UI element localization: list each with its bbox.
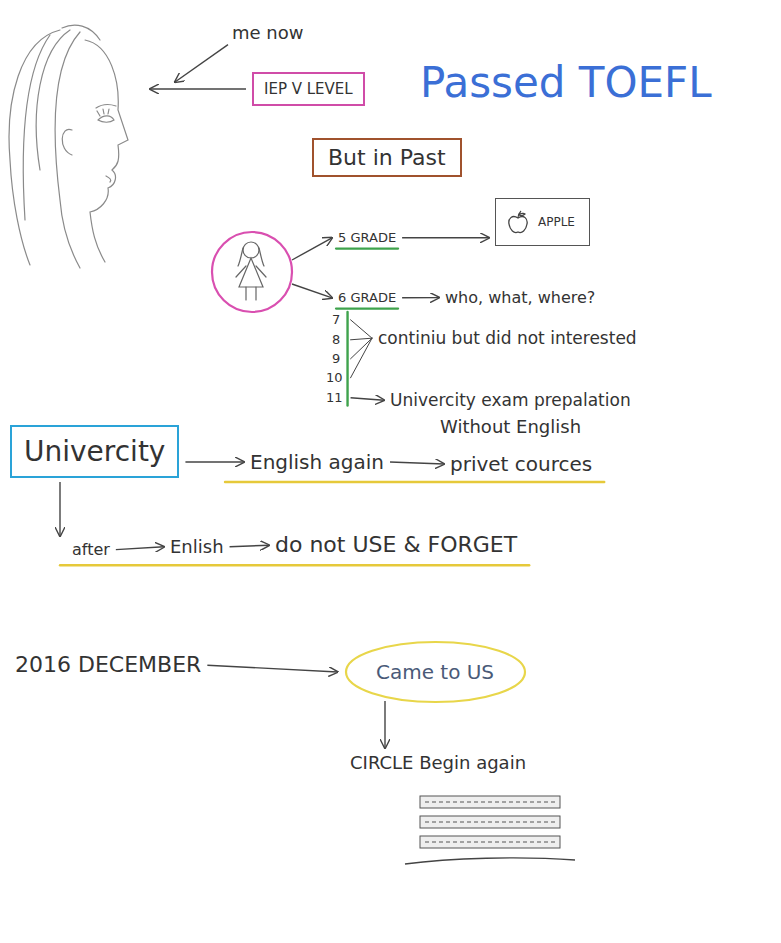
level-box: IEP V LEVEL (252, 72, 365, 106)
note: CIRCLE Begin again (350, 752, 526, 774)
bracket-line (351, 338, 372, 359)
lips (106, 176, 111, 182)
achievement-text: Passed TOEFL (420, 58, 712, 108)
arrow (185, 461, 244, 462)
arrow (207, 665, 337, 672)
note: continiu but did not interested (378, 328, 637, 348)
apple-stem (518, 211, 525, 218)
signature-underline (405, 858, 575, 864)
note: who, what, where? (445, 288, 595, 307)
eye (98, 116, 114, 122)
eyebrow (96, 105, 116, 108)
note: me now (232, 22, 303, 44)
girl-arms (236, 266, 266, 277)
past-box: But in Past (312, 138, 462, 177)
ear (62, 129, 72, 155)
arrow (292, 238, 332, 260)
arrow (384, 701, 385, 748)
note: Univercity exam prepalation (390, 390, 631, 410)
hair-line (9, 30, 60, 265)
date-label: 2016 DECEMBER (15, 652, 201, 678)
node-text: Univercity (24, 435, 165, 468)
hair-line (62, 25, 100, 40)
note: English again (250, 450, 384, 474)
university-box: Univercity (10, 425, 179, 478)
grade-number: 10 (326, 370, 343, 386)
grade-label: 6 GRADE (338, 290, 396, 306)
apple-box: APPLE (495, 198, 590, 246)
note: Without English (440, 416, 581, 438)
yellow-underline (60, 564, 529, 566)
pointer-arrow (150, 88, 246, 89)
bracket-line (351, 338, 372, 378)
grade-number: 9 (332, 351, 340, 367)
redacted-signature (405, 796, 575, 864)
note: after (72, 540, 110, 559)
apple-body (509, 217, 527, 233)
girl-head (243, 242, 259, 258)
arrow (402, 237, 489, 238)
eye-lashes (97, 109, 109, 116)
arrow (390, 462, 444, 464)
bracket-line (351, 320, 372, 338)
hair-line (55, 32, 80, 268)
note: Enlish (170, 536, 224, 558)
ellipse-outline (346, 642, 525, 702)
girl-icon (212, 232, 292, 312)
girl-dress (239, 258, 263, 287)
face-profile (85, 40, 128, 262)
redaction-hatch (425, 802, 555, 842)
bracket-line (351, 338, 372, 340)
node-text: But in Past (328, 145, 446, 170)
grade-number: 7 (332, 312, 340, 328)
arrow (402, 297, 439, 299)
yellow-underline (225, 481, 604, 483)
arrow (292, 284, 332, 298)
arrow (351, 398, 384, 400)
note: do not USE & FORGET (275, 532, 517, 558)
node-text: Came to US (376, 660, 494, 684)
arrow (230, 545, 269, 547)
node-text: APPLE (538, 215, 575, 229)
note: privet cources (450, 452, 592, 476)
pointer-arrow (175, 45, 228, 82)
arrow (59, 482, 60, 536)
face-sketch (9, 25, 128, 268)
grade-label: 5 GRADE (338, 230, 396, 246)
grade-number: 11 (326, 390, 343, 406)
green-bracket (346, 312, 348, 406)
arrow (116, 547, 164, 550)
arrival-ellipse: Came to US (344, 640, 527, 704)
green-underline (336, 307, 398, 309)
grade-number: 8 (332, 332, 340, 348)
girl-legs (246, 287, 256, 300)
node-text: IEP V LEVEL (264, 80, 353, 98)
girl-circle (212, 232, 292, 312)
apple-icon (506, 209, 530, 235)
green-underline (336, 247, 398, 249)
